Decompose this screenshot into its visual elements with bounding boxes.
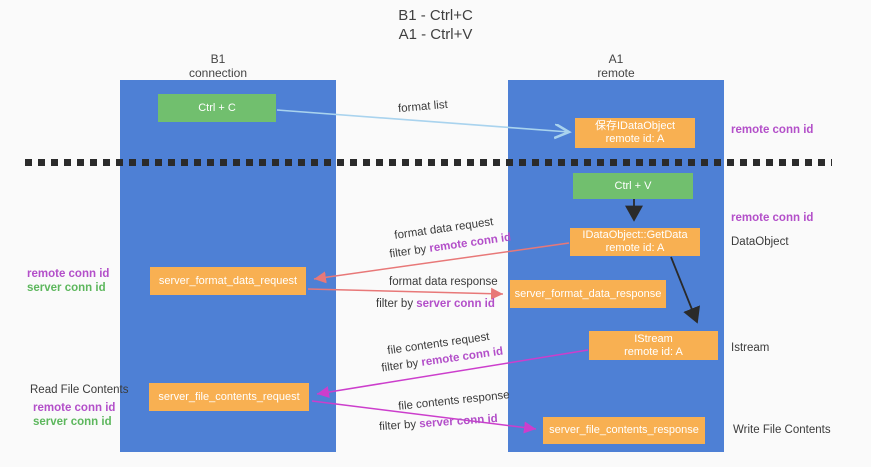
- idataobject-getdata-box: IDataObject::GetData remote id: A: [570, 228, 700, 256]
- save-idataobject-line2: remote id: A: [605, 133, 665, 145]
- filter-by-text: filter by: [376, 298, 417, 310]
- annotation-write-file-contents: Write File Contents: [733, 424, 831, 436]
- idataobject-getdata-line1: IDataObject::GetData: [582, 229, 688, 241]
- server-file-contents-request-label: server_file_contents_request: [158, 390, 300, 403]
- lifeline-b1-role: connection: [188, 66, 248, 80]
- idataobject-getdata-line2: remote id: A: [605, 242, 665, 254]
- annotation-remote-conn-id-top-right: remote conn id: [731, 124, 814, 136]
- annotation-remote-conn-id-mid-right: remote conn id: [731, 212, 814, 224]
- arrow-format-list: [276, 109, 569, 132]
- server-file-contents-response-label: server_file_contents_response: [549, 424, 699, 436]
- server-format-data-response-box: server_format_data_response: [510, 280, 666, 308]
- lifeline-header-b1: B1 connection: [160, 52, 276, 80]
- arrow-file-contents-response: [311, 400, 537, 434]
- lifeline-a1-role: remote: [597, 66, 635, 80]
- lifeline-a1-name: A1: [608, 52, 624, 66]
- annotation-remote-conn-id-top-left: remote conn id: [27, 268, 110, 280]
- ctrl-v-label: Ctrl + V: [614, 179, 652, 192]
- format-data-response-filter-label: filter by server conn id: [376, 298, 495, 310]
- ctrl-v-box: Ctrl + V: [573, 173, 693, 199]
- arrow-file-contents-request: [316, 349, 589, 398]
- server-format-data-response-label: server_format_data_response: [514, 287, 662, 300]
- save-idataobject-line1: 保存IDataObject: [594, 120, 676, 132]
- annotation-server-conn-id-bottom-left: server conn id: [33, 416, 112, 428]
- server-conn-id-key: server conn id: [416, 298, 495, 310]
- annotation-dataobject: DataObject: [731, 236, 789, 248]
- lifeline-b1-name: B1: [210, 52, 226, 66]
- annotation-read-file-contents: Read File Contents: [30, 384, 129, 396]
- diagram-title-line1: B1 - Ctrl+C: [398, 7, 473, 24]
- istream-line2: remote id: A: [624, 345, 683, 358]
- ctrl-c-label: Ctrl + C: [198, 101, 236, 114]
- diagram-title-line2: A1 - Ctrl+V: [398, 26, 473, 43]
- save-idataobject-box: 保存IDataObject remote id: A: [575, 118, 695, 148]
- annotation-istream: Istream: [731, 342, 770, 354]
- arrow-format-data-response: [307, 287, 504, 300]
- lifeline-header-a1: A1 remote: [558, 52, 674, 80]
- arrow-format-data-request: [313, 242, 570, 284]
- diagram-title: B1 - Ctrl+C A1 - Ctrl+V: [0, 6, 871, 44]
- istream-line1: IStream: [634, 332, 673, 345]
- server-format-data-request-label: server_format_data_request: [158, 274, 298, 287]
- phase-separator-dashed-line: [25, 159, 832, 166]
- server-file-contents-response-box: server_file_contents_response: [543, 417, 705, 444]
- ctrl-c-box: Ctrl + C: [158, 94, 276, 122]
- server-format-data-request-box: server_format_data_request: [150, 267, 306, 295]
- server-file-contents-request-box: server_file_contents_request: [149, 383, 309, 411]
- istream-box: IStream remote id: A: [589, 331, 718, 360]
- arrow-getdata-to-istream: [670, 256, 701, 324]
- format-data-response-label: format data response: [389, 276, 498, 288]
- annotation-server-conn-id-top-left: server conn id: [27, 282, 106, 294]
- annotation-remote-conn-id-bottom-left: remote conn id: [33, 402, 116, 414]
